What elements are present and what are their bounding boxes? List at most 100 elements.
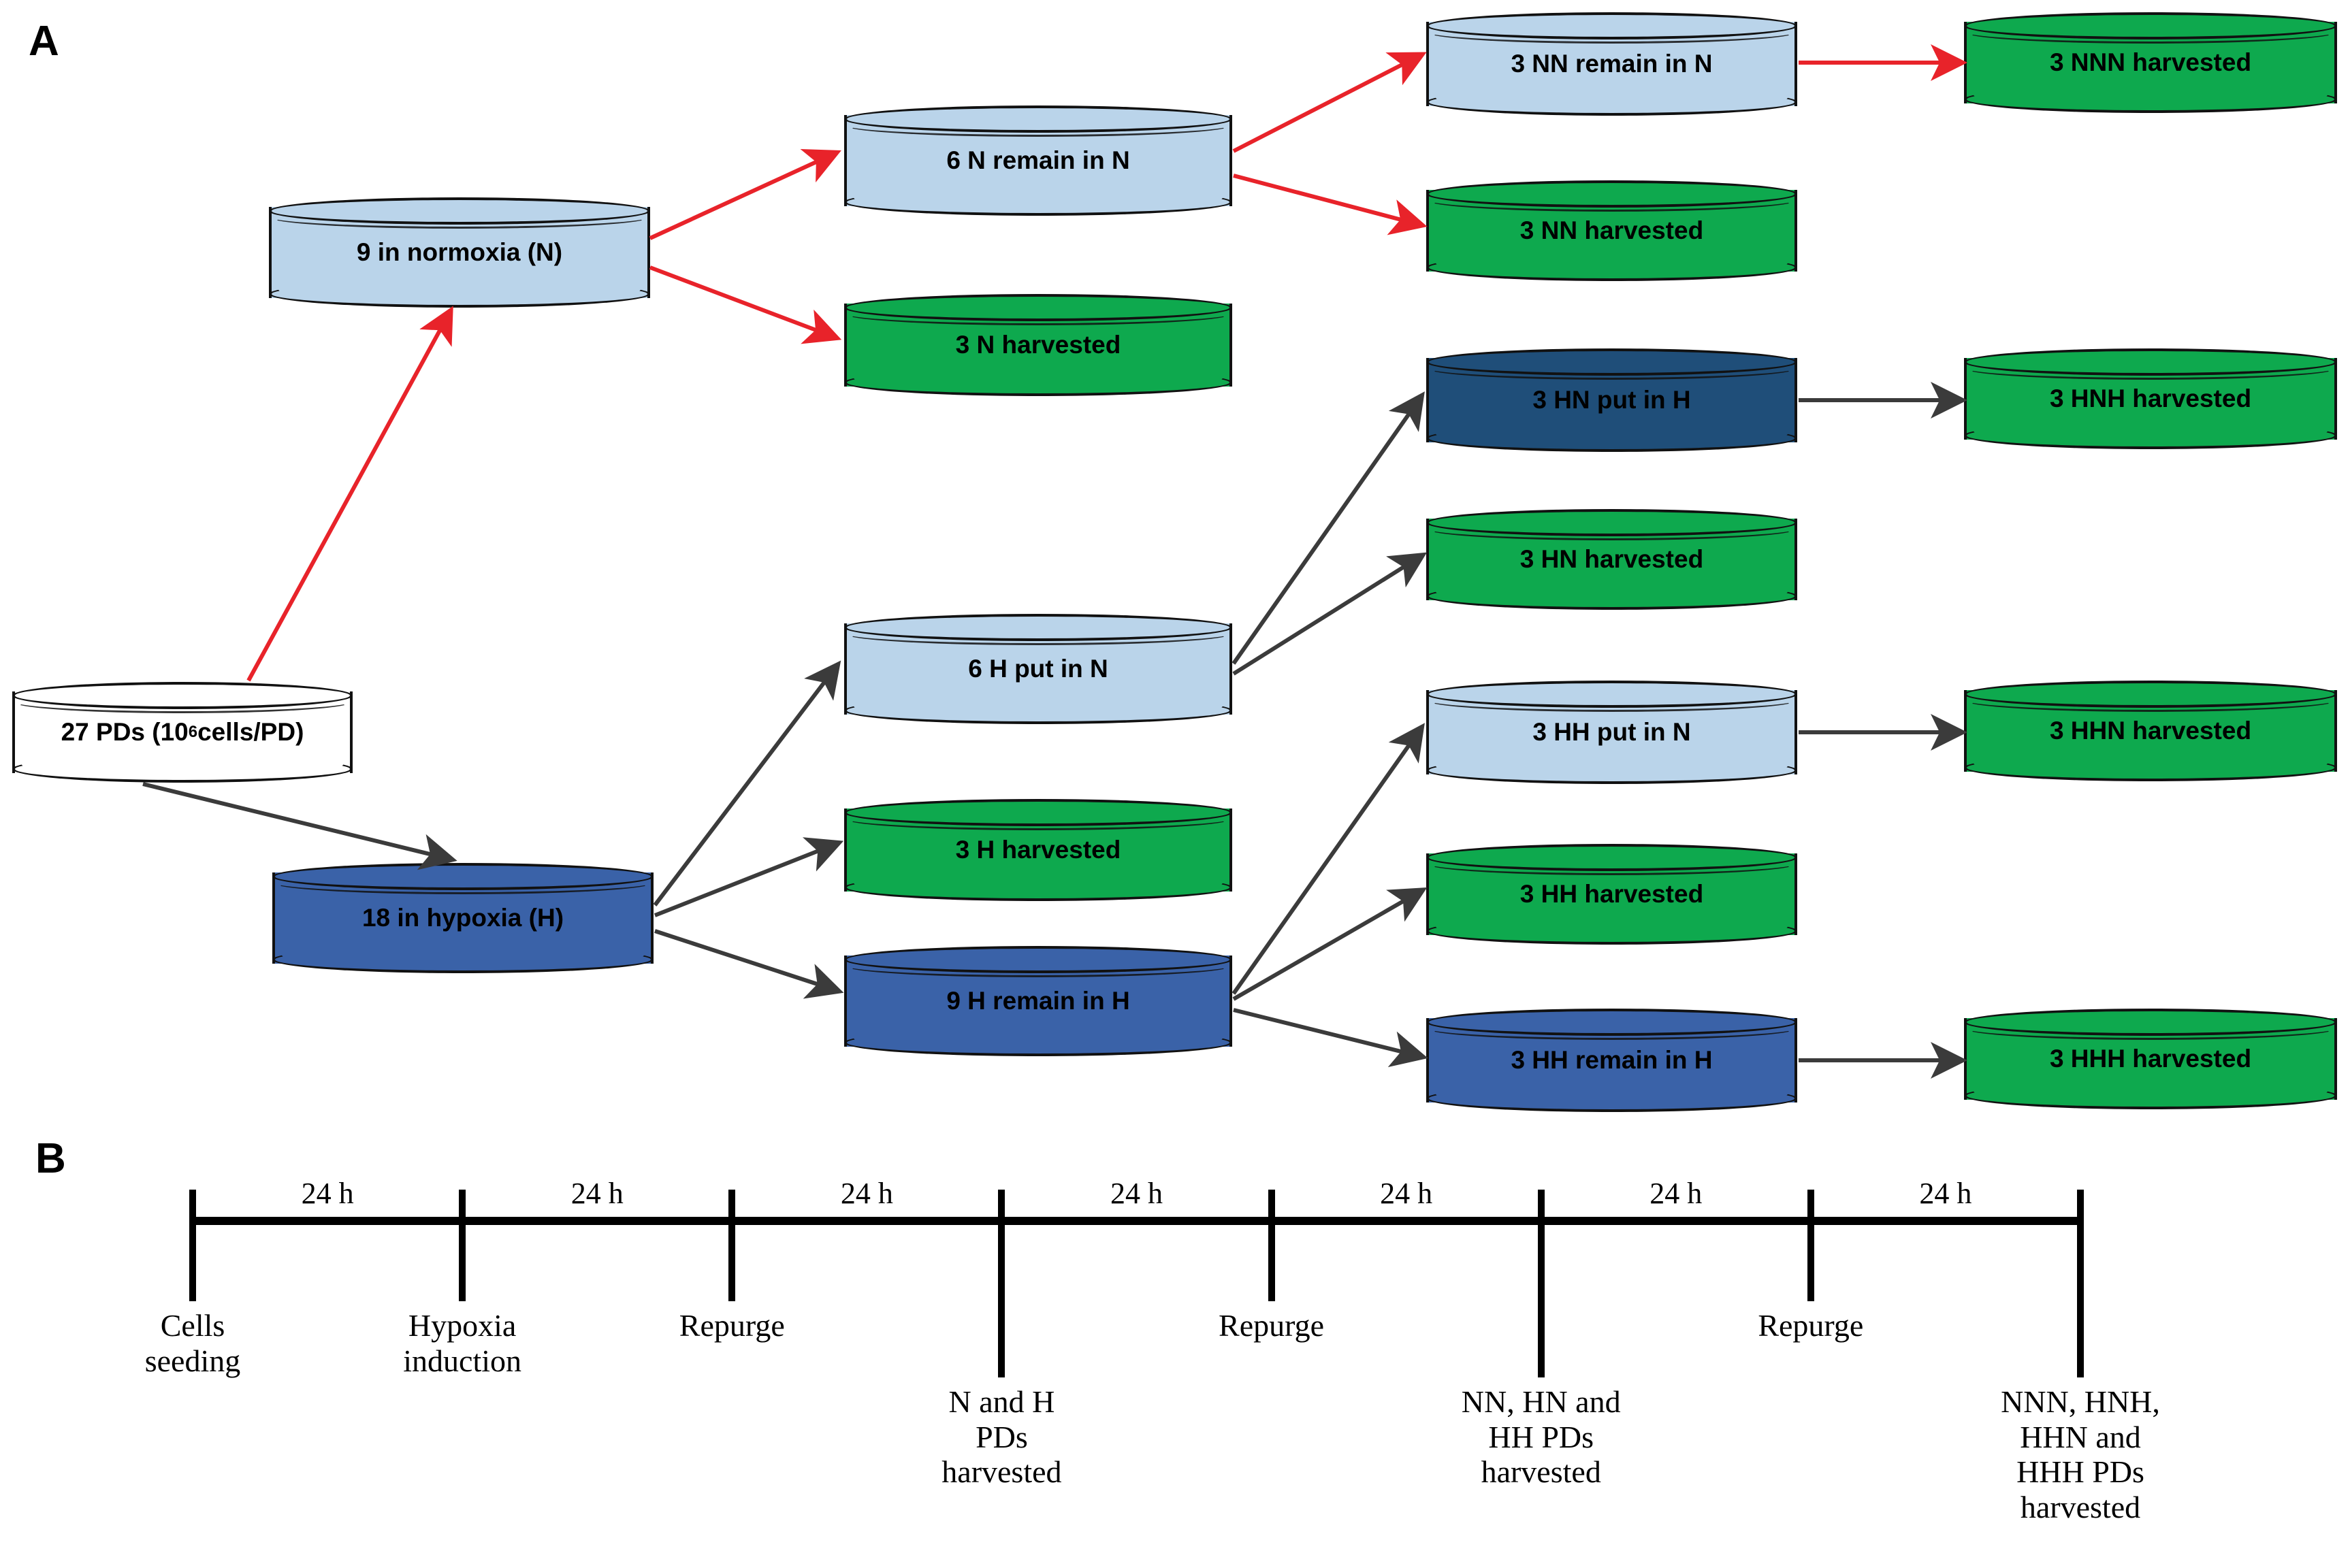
flow-node-label: 9 in normoxia (N) — [356, 238, 563, 267]
cylinder-bottom-ellipse — [844, 1029, 1232, 1056]
flow-node-label: 6 H put in N — [968, 655, 1108, 683]
timeline-tick-7 — [2077, 1190, 2084, 1377]
cylinder-rim — [1426, 357, 1797, 380]
timeline-tick-0 — [189, 1190, 196, 1301]
cylinder-rim — [844, 954, 1232, 977]
flow-node-hh3rem[interactable]: 3 HH remain in H — [1426, 1009, 1797, 1112]
cylinder-bottom-ellipse — [1426, 757, 1797, 784]
flow-node-h3[interactable]: 3 H harvested — [844, 799, 1232, 901]
flow-node-hh3h[interactable]: 3 HH harvested — [1426, 844, 1797, 945]
flow-node-label: 3 HHN harvested — [2049, 717, 2252, 745]
flow-node-label: 3 NN harvested — [1519, 216, 1704, 245]
flow-node-label: 3 NN remain in N — [1511, 50, 1713, 78]
timeline-duration-0: 24 h — [301, 1177, 354, 1210]
cylinder-bottom-ellipse — [1426, 425, 1797, 452]
timeline-axis — [193, 1217, 2080, 1225]
timeline-event-label: Repurge — [679, 1308, 785, 1343]
cylinder-bottom-ellipse — [269, 280, 650, 308]
timeline-tick-1 — [459, 1190, 466, 1301]
flow-node-h6n[interactable]: 6 H put in N — [844, 614, 1232, 724]
flow-node-n3h[interactable]: 3 N harvested — [844, 294, 1232, 396]
cylinder-bottom-ellipse — [1426, 88, 1797, 116]
flow-node-nnn3[interactable]: 3 NNN harvested — [1964, 12, 2337, 113]
cylinder-rim — [12, 690, 353, 713]
cylinder-rim — [1426, 689, 1797, 712]
panel-b-letter: B — [35, 1135, 66, 1182]
flow-node-nn3[interactable]: 3 NN remain in N — [1426, 12, 1797, 116]
timeline-event-label: Hypoxia induction — [403, 1308, 522, 1378]
cylinder-rim — [844, 622, 1232, 645]
cylinder-rim — [269, 206, 650, 229]
flow-node-label: 3 HH remain in H — [1511, 1046, 1713, 1075]
flow-node-label: 3 NNN harvested — [2049, 48, 2252, 77]
cylinder-rim — [272, 871, 654, 894]
flow-node-nn3h[interactable]: 3 NN harvested — [1426, 180, 1797, 281]
cylinder-bottom-ellipse — [844, 697, 1232, 724]
cylinder-rim — [844, 114, 1232, 137]
flow-node-label: 3 H harvested — [955, 836, 1121, 864]
flow-node-label: 6 N remain in N — [946, 146, 1130, 175]
cylinder-rim — [1964, 20, 2337, 44]
cylinder-rim — [1964, 689, 2337, 712]
timeline-duration-1: 24 h — [570, 1177, 624, 1210]
cylinder-rim — [844, 302, 1232, 325]
cylinder-rim — [844, 807, 1232, 830]
flow-node-label: 3 HN put in H — [1532, 386, 1691, 414]
flow-node-label: 3 HH harvested — [1519, 880, 1704, 909]
cylinder-bottom-ellipse — [844, 874, 1232, 901]
timeline-tick-4 — [1268, 1190, 1275, 1301]
timeline-tick-2 — [728, 1190, 736, 1301]
cylinder-bottom-ellipse — [1426, 1085, 1797, 1112]
cylinder-bottom-ellipse — [1426, 254, 1797, 281]
timeline-tick-6 — [1807, 1190, 1814, 1301]
timeline-duration-4: 24 h — [1380, 1177, 1433, 1210]
flow-node-hn3h_put[interactable]: 3 HN put in H — [1426, 348, 1797, 452]
flow-node-n9[interactable]: 9 in normoxia (N) — [269, 197, 650, 308]
flow-node-n6[interactable]: 6 N remain in N — [844, 105, 1232, 216]
flow-node-label: 3 HH put in N — [1532, 718, 1691, 747]
cylinder-rim — [1964, 357, 2337, 380]
cylinder-bottom-ellipse — [1964, 754, 2337, 781]
cylinder-rim — [1964, 1017, 2337, 1040]
timeline-tick-5 — [1537, 1190, 1545, 1377]
flow-node-h18[interactable]: 18 in hypoxia (H) — [272, 863, 654, 973]
flow-node-label: 3 HN harvested — [1519, 545, 1704, 574]
timeline-duration-3: 24 h — [1110, 1177, 1163, 1210]
flow-node-hhn3[interactable]: 3 HHN harvested — [1964, 681, 2337, 781]
timeline-duration-5: 24 h — [1649, 1177, 1703, 1210]
flow-node-hh3n[interactable]: 3 HH put in N — [1426, 681, 1797, 784]
timeline-harvest-label: N and H PDs harvested — [941, 1384, 1062, 1490]
timeline-event-label: Repurge — [1758, 1308, 1864, 1343]
flow-node-hnh3[interactable]: 3 HNH harvested — [1964, 348, 2337, 449]
timeline-event-label: Cells seeding — [144, 1308, 241, 1378]
cylinder-bottom-ellipse — [1964, 1082, 2337, 1109]
flow-node-h9[interactable]: 9 H remain in H — [844, 946, 1232, 1056]
cylinder-rim — [1426, 517, 1797, 540]
cylinder-bottom-ellipse — [844, 369, 1232, 396]
timeline-harvest-label: NN, HN and HH PDs harvested — [1461, 1384, 1621, 1490]
flow-node-label: 9 H remain in H — [946, 987, 1130, 1015]
flow-node-hn3h[interactable]: 3 HN harvested — [1426, 509, 1797, 610]
panel-a-letter: A — [29, 18, 59, 65]
timeline-duration-6: 24 h — [1919, 1177, 1972, 1210]
cylinder-bottom-ellipse — [272, 946, 654, 973]
cylinder-bottom-ellipse — [844, 189, 1232, 216]
flow-node-hhh3[interactable]: 3 HHH harvested — [1964, 1009, 2337, 1109]
flow-node-label: 18 in hypoxia (H) — [361, 904, 564, 932]
cylinder-rim — [1426, 852, 1797, 875]
flow-node-label: 3 HHH harvested — [2049, 1045, 2252, 1073]
cylinder-rim — [1426, 20, 1797, 44]
cylinder-bottom-ellipse — [1964, 422, 2337, 449]
cylinder-bottom-ellipse — [1426, 917, 1797, 945]
timeline-event-label: Repurge — [1219, 1308, 1325, 1343]
timeline-tick-3 — [998, 1190, 1005, 1377]
cylinder-bottom-ellipse — [12, 755, 353, 783]
cylinder-rim — [1426, 189, 1797, 212]
timeline-duration-2: 24 h — [840, 1177, 893, 1210]
cylinder-rim — [1426, 1017, 1797, 1040]
cylinder-bottom-ellipse — [1426, 583, 1797, 610]
flow-node-label: 3 N harvested — [955, 331, 1121, 359]
